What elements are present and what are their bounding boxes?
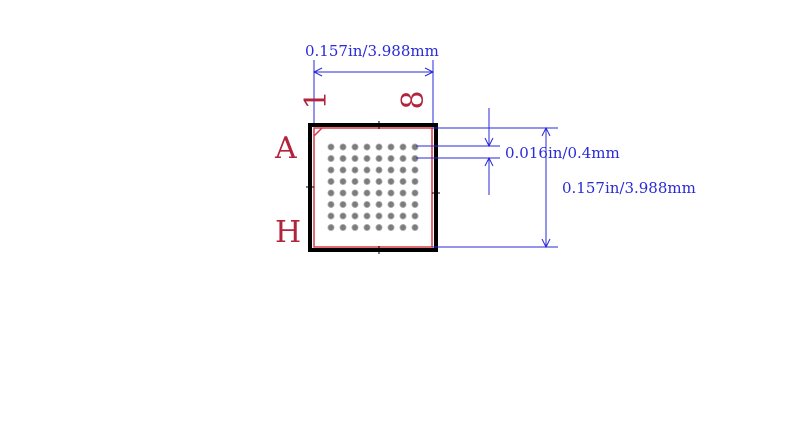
solder-ball: [375, 189, 383, 197]
solder-ball: [375, 200, 383, 208]
solder-ball: [387, 212, 395, 220]
package-outline: [308, 123, 438, 252]
solder-ball: [351, 166, 359, 174]
solder-ball: [387, 154, 395, 162]
solder-ball: [375, 143, 383, 151]
solder-ball: [339, 223, 347, 231]
solder-ball: [339, 143, 347, 151]
solder-ball: [351, 223, 359, 231]
height-dimension-label: 0.157in/3.988mm: [562, 179, 696, 197]
solder-ball: [351, 143, 359, 151]
solder-ball: [375, 223, 383, 231]
width-arrow-left: [312, 67, 323, 77]
solder-ball: [339, 154, 347, 162]
column-label-last: 8: [396, 90, 431, 109]
solder-ball: [387, 177, 395, 185]
pitch-dimension-label: 0.016in/0.4mm: [505, 144, 620, 162]
solder-ball: [399, 223, 407, 231]
solder-ball: [399, 177, 407, 185]
solder-ball: [327, 200, 335, 208]
solder-ball: [351, 212, 359, 220]
solder-ball: [411, 166, 419, 174]
height-arrow-bottom: [541, 238, 551, 249]
solder-ball: [411, 200, 419, 208]
pitch-dimension: 0.016in/0.4mm: [416, 108, 620, 195]
solder-ball: [363, 166, 371, 174]
solder-ball: [351, 177, 359, 185]
solder-ball: [375, 154, 383, 162]
solder-ball: [399, 143, 407, 151]
solder-ball: [375, 166, 383, 174]
solder-ball: [399, 212, 407, 220]
solder-ball: [339, 166, 347, 174]
solder-ball: [327, 166, 335, 174]
solder-ball: [399, 154, 407, 162]
solder-ball: [327, 154, 335, 162]
width-arrow-right: [424, 67, 435, 77]
solder-ball: [363, 143, 371, 151]
solder-ball: [363, 189, 371, 197]
solder-ball: [387, 200, 395, 208]
pitch-arrow-top: [484, 137, 494, 148]
solder-ball: [363, 177, 371, 185]
solder-ball: [363, 200, 371, 208]
solder-ball: [327, 143, 335, 151]
width-dimension: 0.157in/3.988mm: [305, 42, 439, 126]
solder-ball: [339, 212, 347, 220]
solder-ball: [375, 177, 383, 185]
solder-ball: [375, 212, 383, 220]
solder-ball: [411, 212, 419, 220]
solder-ball: [411, 189, 419, 197]
solder-ball: [411, 177, 419, 185]
solder-ball: [387, 166, 395, 174]
width-dimension-label: 0.157in/3.988mm: [305, 42, 439, 60]
height-dimension: 0.157in/3.988mm: [432, 126, 696, 249]
solder-ball: [327, 177, 335, 185]
pin1-marker: [313, 127, 323, 137]
solder-ball: [339, 177, 347, 185]
solder-ball: [411, 223, 419, 231]
solder-ball: [339, 200, 347, 208]
solder-ball: [327, 223, 335, 231]
column-label-first: 1: [299, 90, 334, 109]
pitch-arrow-bottom: [484, 156, 494, 167]
ball-grid: [327, 143, 419, 231]
solder-ball: [387, 223, 395, 231]
solder-ball: [363, 223, 371, 231]
solder-ball: [399, 189, 407, 197]
row-label-first: A: [274, 131, 297, 166]
solder-ball: [351, 154, 359, 162]
solder-ball: [351, 189, 359, 197]
solder-ball: [387, 143, 395, 151]
solder-ball: [327, 212, 335, 220]
solder-ball: [363, 212, 371, 220]
solder-ball: [351, 200, 359, 208]
solder-ball: [327, 189, 335, 197]
solder-ball: [363, 154, 371, 162]
solder-ball: [387, 189, 395, 197]
solder-ball: [411, 143, 419, 151]
solder-ball: [339, 189, 347, 197]
height-arrow-top: [541, 126, 551, 137]
row-label-last: H: [275, 215, 301, 250]
solder-ball: [399, 200, 407, 208]
solder-ball: [399, 166, 407, 174]
